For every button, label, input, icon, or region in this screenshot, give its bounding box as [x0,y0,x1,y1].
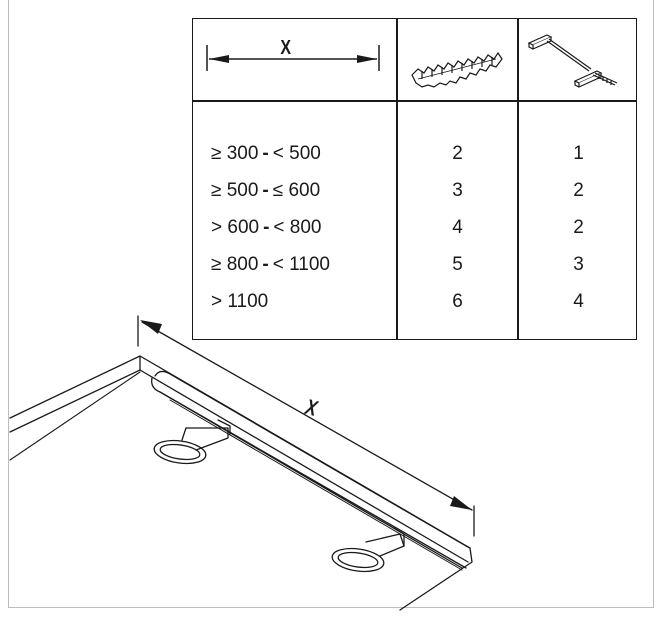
clips-count: 2 [452,142,463,164]
header-clip-cell [398,19,517,100]
figure-frame [8,0,654,608]
dimension-arrow-right [450,496,472,510]
dimension-arrow-left [140,320,162,334]
header-dimension-cell: X [193,19,396,100]
brackets-count: 2 [573,179,584,201]
panel-outline [9,355,473,611]
foot-bracket-left [153,419,231,465]
brackets-column: 1 2 2 3 4 [519,135,638,320]
dimension-icon [206,45,380,71]
spec-table: X [192,18,637,340]
range-column: ≥ 300 - < 500 ≥ 500 - ≤ 600 > 600 - < 80… [193,135,396,320]
foot-bracket-right [331,527,405,573]
range-row: > 600 - < 800 [211,216,322,238]
column-divider [396,19,398,339]
range-row: ≥ 800 - < 1100 [211,253,330,275]
range-row: ≥ 300 - < 500 [211,142,321,164]
brackets-count: 3 [573,253,584,275]
clips-count: 3 [452,179,463,201]
dimension-line [141,321,473,511]
mounting-bracket-icon [527,34,618,88]
range-row: ≥ 500 - ≤ 600 [211,179,321,201]
column-divider [517,19,519,339]
clips-count: 5 [452,253,463,275]
brackets-count: 4 [573,290,584,312]
header-bracket-cell [519,19,638,100]
clips-count: 6 [452,290,463,312]
range-row: > 1100 [211,290,269,312]
spring-clip-strip-icon [411,51,503,88]
clips-column: 2 3 4 5 6 [398,135,517,320]
panel-edge-left [9,369,141,433]
brackets-count: 1 [573,142,584,164]
header-divider [193,100,636,102]
header-dimension-label: X [280,37,292,59]
brackets-count: 2 [573,216,584,238]
clips-count: 4 [452,216,463,238]
